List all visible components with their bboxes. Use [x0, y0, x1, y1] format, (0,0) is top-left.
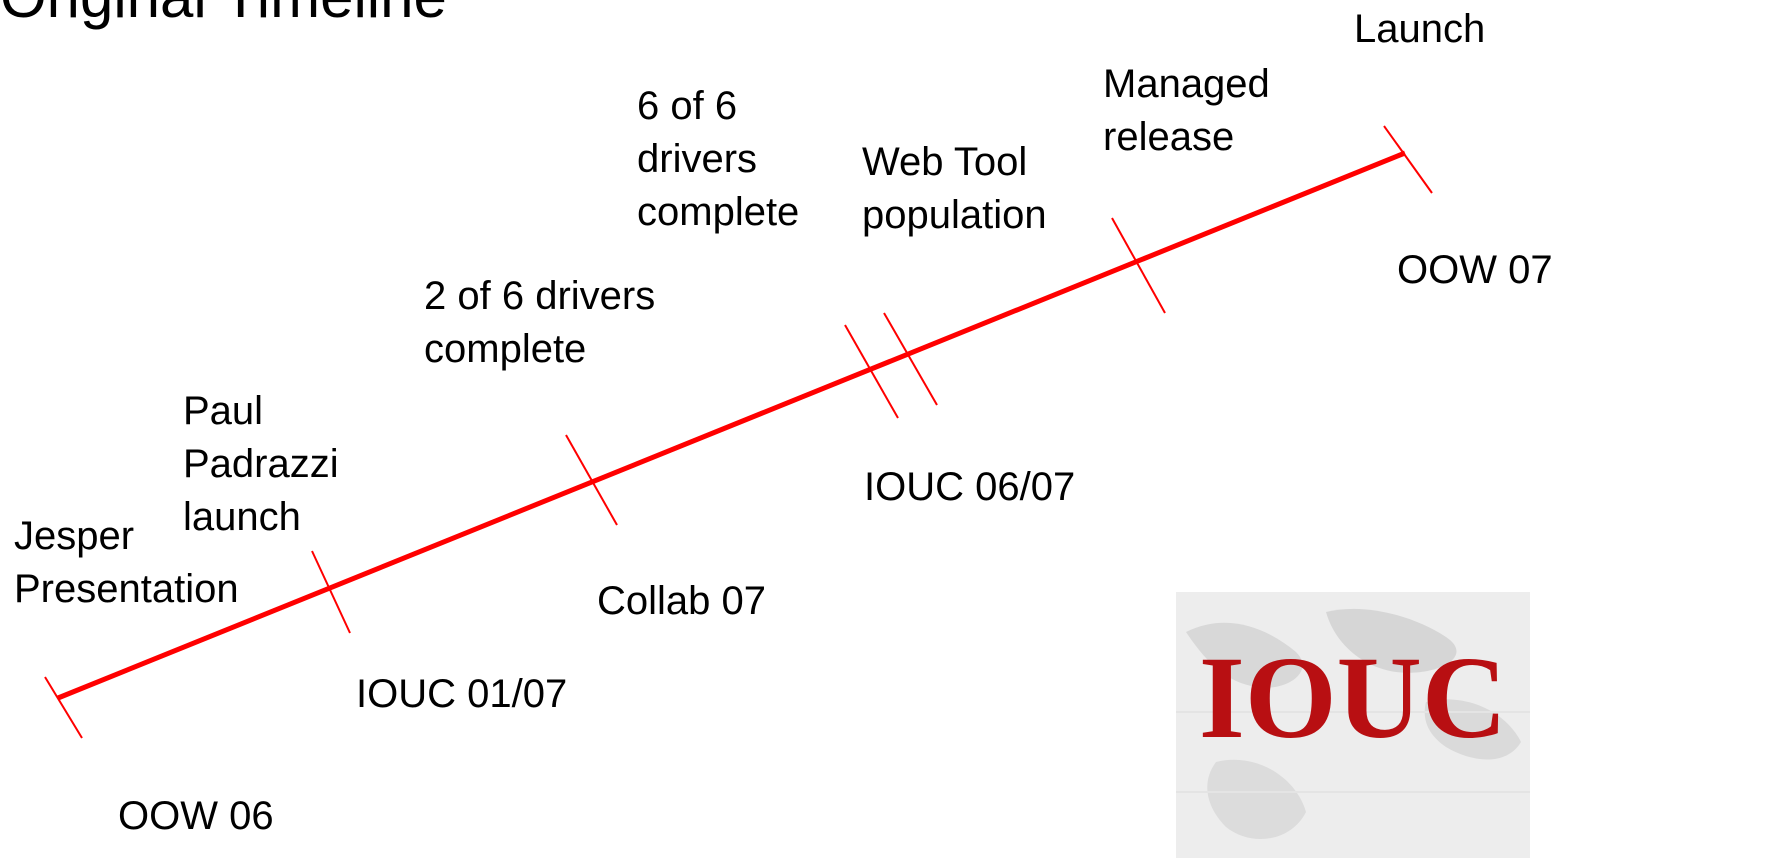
milestone-jesper: Jesper Presentation: [14, 514, 239, 611]
tick-managed-release: [1111, 217, 1166, 314]
tick-iouc0607-b: [883, 312, 938, 406]
event-iouc0107: IOUC 01/07: [356, 672, 568, 716]
milestone-six-drivers: 6 of 6 drivers complete: [637, 84, 800, 234]
tick-iouc0107: [311, 550, 351, 634]
event-iouc0607: IOUC 06/07: [864, 465, 1076, 509]
iouc-logo-graphic: IOUC: [1176, 592, 1530, 858]
tick-iouc0607-a: [844, 324, 899, 419]
tick-oow07: [1383, 125, 1433, 194]
milestone-paul-padrazzi: Paul Padrazzi launch: [183, 389, 339, 539]
milestone-launch: Launch: [1354, 7, 1486, 51]
tick-collab07: [565, 434, 618, 526]
event-oow06: OOW 06: [118, 794, 274, 838]
tick-oow06: [44, 676, 83, 739]
milestone-managed-release: Managed release: [1103, 62, 1270, 159]
timeline-axis: [57, 150, 1406, 701]
event-oow07: OOW 07: [1397, 248, 1553, 292]
milestone-web-tool: Web Tool population: [862, 140, 1047, 237]
slide-title: Original Timeline: [0, 0, 447, 32]
milestone-two-drivers: 2 of 6 drivers complete: [424, 274, 656, 371]
iouc-logo-text: IOUC: [1199, 632, 1507, 763]
iouc-logo: IOUC: [1176, 592, 1530, 858]
event-collab07: Collab 07: [597, 579, 767, 623]
